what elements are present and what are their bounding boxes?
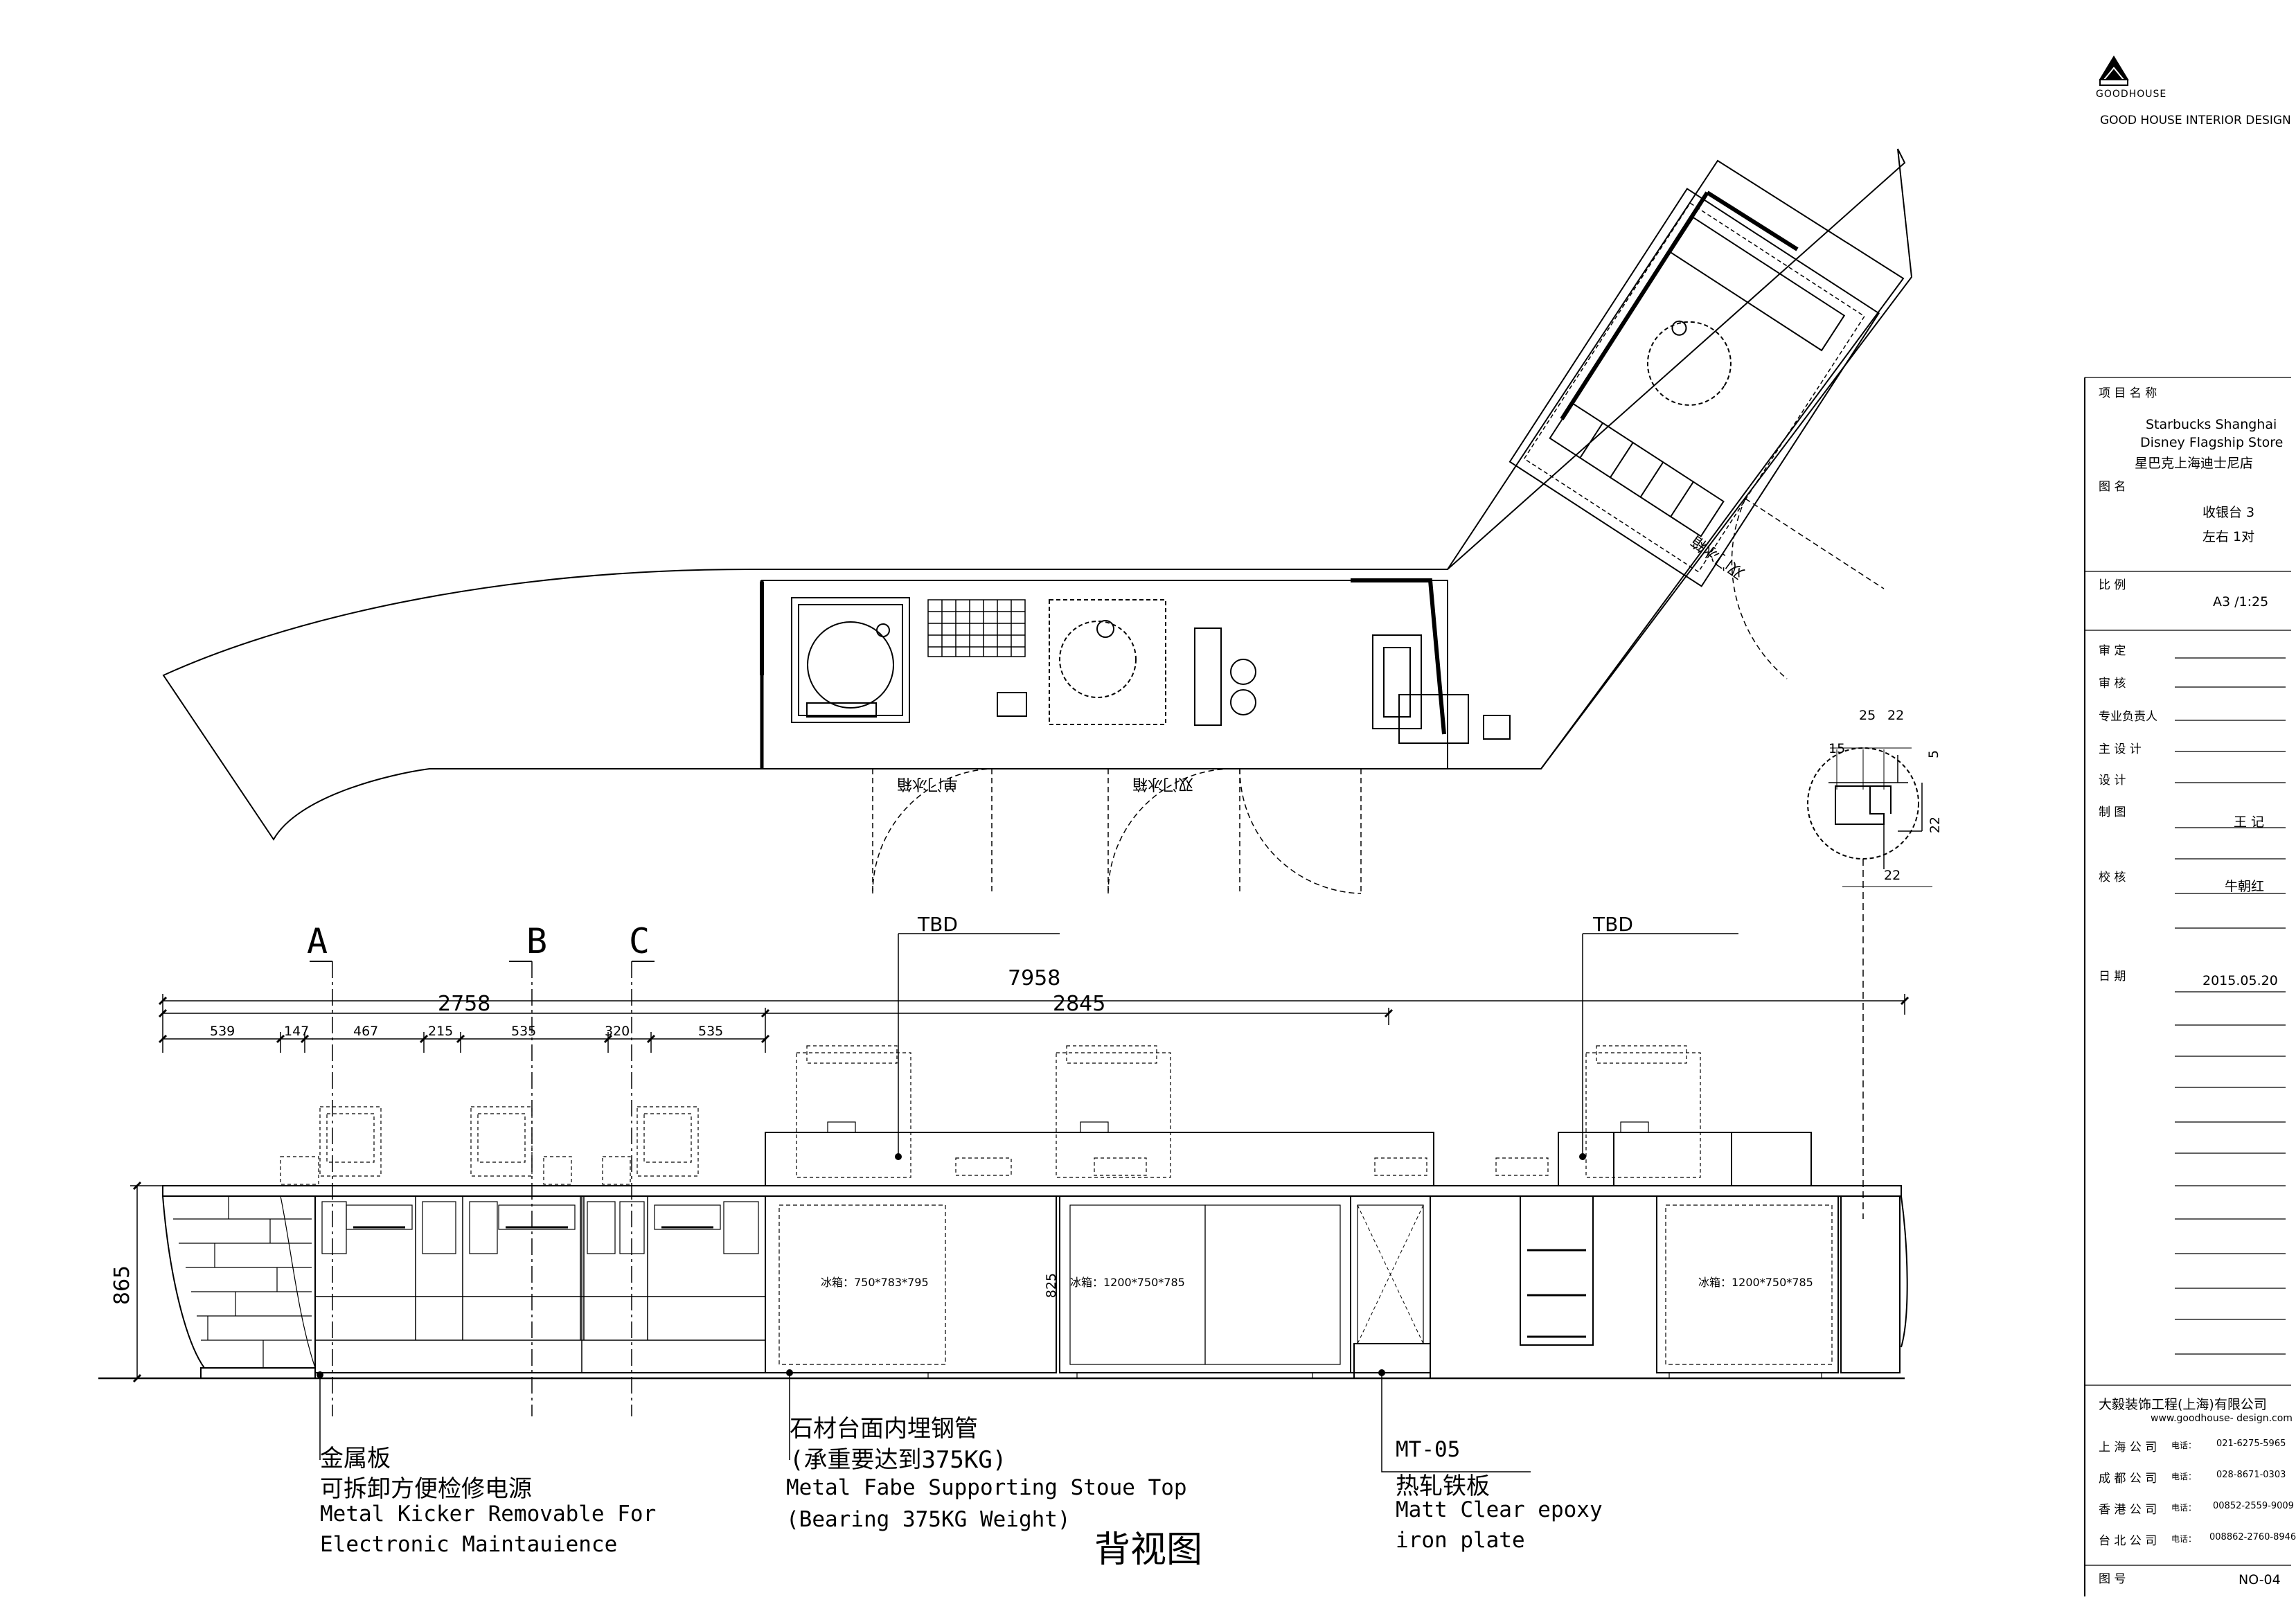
tb-check-value: 牛朝红 <box>2225 879 2265 894</box>
office-city: 台 北 公 司 <box>2099 1534 2157 1548</box>
tb-date-value: 2015.05.20 <box>2202 973 2278 988</box>
note1-cn-1: 金属板 <box>320 1445 391 1472</box>
detail-dim-5: 5 <box>1926 749 1942 759</box>
note1-cn-2: 可拆卸方便检修电源 <box>320 1475 532 1503</box>
tb-approve-label: 审 定 <box>2099 644 2126 658</box>
note2-en-1: Metal Fabe Supporting Stoue Top <box>786 1475 1187 1500</box>
logo-icon <box>2099 55 2129 86</box>
logo-wordmark: GOODHOUSE <box>2096 89 2167 100</box>
tb-company-name: 大毅装饰工程(上海)有限公司 <box>2099 1397 2267 1412</box>
office-city: 成 都 公 司 <box>2099 1472 2157 1486</box>
dim-left: 2758 <box>438 992 491 1016</box>
plan-door-label-1: 单门冰箱 <box>897 775 959 792</box>
tb-scale-label: 比 例 <box>2099 578 2126 592</box>
height-dim: 865 <box>110 1265 135 1306</box>
tb-project-en-2: Disney Flagship Store <box>2140 435 2284 450</box>
tb-scale-value: A3 /1:25 <box>2213 594 2269 609</box>
note2-cn-2: (承重要达到375KG) <box>790 1446 1007 1474</box>
dim-seg-215: 215 <box>428 1024 454 1039</box>
note3-code: MT-05 <box>1396 1437 1461 1462</box>
office-phone-label: 电话： <box>2171 1441 2197 1450</box>
tb-project-en-1: Starbucks Shanghai <box>2146 417 2277 432</box>
office-city: 香 港 公 司 <box>2099 1503 2157 1517</box>
tb-check-label: 校 核 <box>2099 871 2126 884</box>
tb-review-label: 审 核 <box>2099 677 2126 691</box>
tb-draw-label: 制 图 <box>2099 805 2126 819</box>
office-phone-label: 电话： <box>2171 1472 2197 1481</box>
tb-drawing-name-2: 左右 1对 <box>2202 529 2255 544</box>
office-phone-label: 电话： <box>2171 1534 2197 1544</box>
tb-project-label: 项 目 名 称 <box>2099 386 2157 400</box>
rear-elevation <box>98 933 1910 1472</box>
tb-sheet-label: 图 号 <box>2099 1572 2126 1586</box>
office-phone: 021-6275-5965 <box>2216 1439 2286 1449</box>
title-block-frame <box>2084 377 2291 1596</box>
detail-dim-25: 25 <box>1859 708 1876 723</box>
tb-design-label: 设 计 <box>2099 774 2126 787</box>
dim-seg-147: 147 <box>284 1024 310 1039</box>
plan-view <box>162 148 1913 894</box>
fridge-label-1: 冰箱：750*783*795 <box>821 1276 929 1289</box>
tb-draw-value: 王 记 <box>2234 815 2265 830</box>
office-phone-label: 电话： <box>2171 1503 2197 1513</box>
tb-lead-design-label: 主 设 计 <box>2099 742 2142 756</box>
dim-seg-535b: 535 <box>698 1024 724 1039</box>
note1-en-1: Metal Kicker Removable For <box>320 1502 657 1526</box>
note3-en-1: Matt Clear epoxy <box>1396 1497 1603 1522</box>
office-phone: 00852-2559-9009 <box>2213 1501 2294 1511</box>
tb-project-cn: 星巴克上海迪士尼店 <box>2135 456 2254 471</box>
detail-dim-15: 15 <box>1828 741 1846 756</box>
section-marker-a: A <box>307 921 328 961</box>
view-title: 背视图 <box>1094 1529 1203 1571</box>
tb-website: www.goodhouse- design.com <box>2151 1413 2293 1424</box>
office-phone: 028-8671-0303 <box>2216 1470 2286 1480</box>
dim-seg-539: 539 <box>210 1024 235 1039</box>
tb-sheet-value: NO-04 <box>2239 1572 2281 1587</box>
tbd-label-1: TBD <box>918 913 958 936</box>
section-marker-b: B <box>526 921 548 961</box>
tb-chief-label: 专业负责人 <box>2099 710 2157 724</box>
note3-cn: 热轧铁板 <box>1396 1472 1490 1500</box>
detail-dim-22-top: 22 <box>1887 708 1905 723</box>
detail-dim-22-side: 22 <box>1928 816 1943 834</box>
inner-height-dim: 825 <box>1044 1272 1060 1299</box>
tb-drawing-name-1: 收银台 3 <box>2202 505 2255 520</box>
fridge-label-2: 冰箱：1200*750*785 <box>1070 1276 1185 1289</box>
dim-seg-320: 320 <box>605 1024 630 1039</box>
tbd-label-2: TBD <box>1593 913 1633 936</box>
dim-right: 2845 <box>1053 992 1106 1016</box>
dim-seg-535a: 535 <box>511 1024 537 1039</box>
note3-en-2: iron plate <box>1396 1528 1525 1553</box>
fridge-label-3: 冰箱：1200*750*785 <box>1698 1276 1813 1289</box>
tb-date-label: 日 期 <box>2099 970 2126 983</box>
note2-en-2: (Bearing 375KG Weight) <box>786 1507 1071 1532</box>
edge-detail <box>1807 747 1932 1219</box>
plan-door-label-2: 双门冰箱 <box>1132 775 1194 792</box>
office-city: 上 海 公 司 <box>2099 1441 2157 1454</box>
section-marker-c: C <box>629 921 650 961</box>
tb-drawing-label: 图 名 <box>2099 480 2126 494</box>
dim-seg-467: 467 <box>353 1024 379 1039</box>
dim-total: 7958 <box>1008 966 1061 990</box>
detail-dim-22-bottom: 22 <box>1884 868 1901 883</box>
note1-en-2: Electronic Maintauience <box>320 1532 618 1557</box>
note2-cn-1: 石材台面内埋钢管 <box>790 1415 978 1443</box>
company-tagline: GOOD HOUSE INTERIOR DESIGN <box>2100 114 2291 127</box>
office-phone: 008862-2760-8946 <box>2209 1532 2296 1542</box>
